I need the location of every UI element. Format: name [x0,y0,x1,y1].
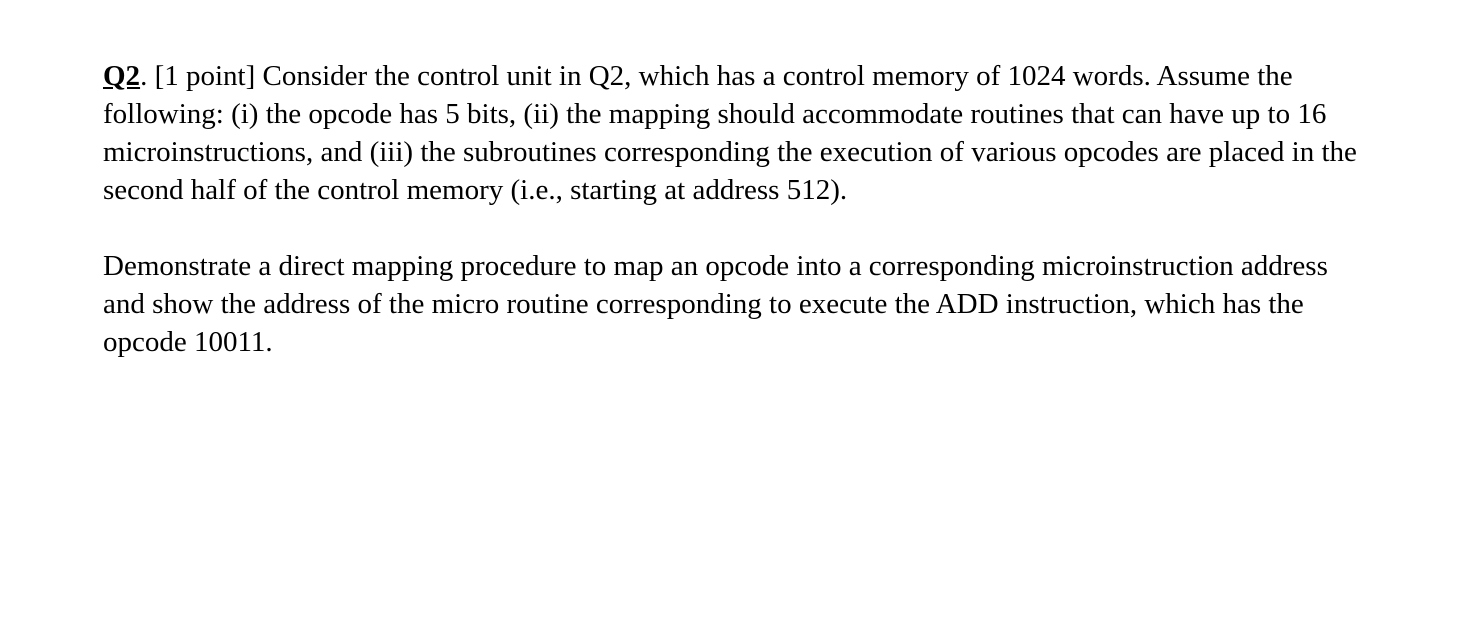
question-label: Q2 [103,60,141,92]
question-statement-text: . [1 point] Consider the control unit in… [103,60,1357,206]
question-task-paragraph: Demonstrate a direct mapping procedure t… [103,250,1328,358]
question-statement-paragraph: Q2. [1 point] Consider the control unit … [103,57,1375,209]
question-block: Q2. [1 point] Consider the control unit … [103,57,1375,361]
